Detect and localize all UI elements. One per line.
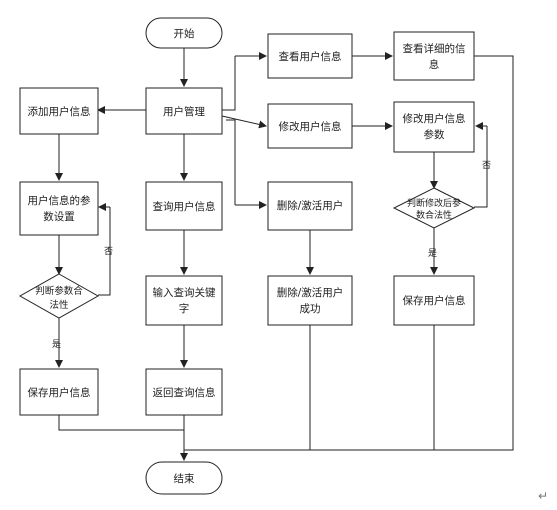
start-label: 开始	[174, 27, 195, 40]
add-user-label: 添加用户信息	[28, 105, 91, 118]
loop-no-right	[474, 126, 488, 208]
judge-modify-label-line2: 数合法性	[416, 209, 452, 221]
modify-param-label-line1: 修改用户信息	[403, 112, 466, 125]
user-management-box: 用户管理	[145, 87, 223, 135]
query-user-box: 查询用户信息	[145, 181, 223, 231]
save-user-right-box: 保存用户信息	[393, 275, 475, 326]
view-detail-label-line1: 查看详细的信	[403, 42, 466, 55]
user-management-label: 用户管理	[163, 105, 205, 118]
view-user-box: 查看用户信息	[267, 33, 353, 79]
arrow-to-modify	[221, 115, 267, 129]
no-label-left: 否	[104, 246, 113, 257]
input-keyword-label-line1: 输入查询关键	[153, 286, 216, 299]
line-save-left-to-end	[58, 415, 184, 431]
delete-success-label-line1: 删除/激活用户	[277, 286, 344, 299]
branch-trunk-down	[226, 119, 236, 205]
query-user-label: 查询用户信息	[153, 200, 216, 213]
param-settings-label-line2: 数设置	[43, 210, 75, 223]
judge-modify-diamond: 判断修改后参 数合法性	[392, 187, 476, 229]
judge-params-diamond: 判断参数合 法性	[18, 273, 100, 319]
judge-params-label-line1: 判断参数合	[35, 285, 83, 297]
line-save-right-to-end	[310, 325, 435, 451]
view-detail-label-line2: 息	[429, 58, 440, 71]
judge-params-label-line2: 法性	[49, 299, 69, 311]
judge-modify-label-line1: 判断修改后参	[407, 197, 461, 209]
delete-user-label: 删除/激活用户	[277, 199, 344, 212]
add-user-box: 添加用户信息	[19, 87, 99, 135]
return-mark-icon: ↵	[538, 489, 548, 503]
param-settings-box: 用户信息的参 数设置	[19, 181, 99, 236]
yes-label-right: 是	[428, 248, 437, 259]
end-terminal: 结束	[145, 461, 223, 495]
param-settings-label-line1: 用户信息的参	[28, 194, 91, 207]
delete-user-box: 删除/激活用户	[267, 181, 353, 231]
modify-user-label: 修改用户信息	[279, 120, 342, 133]
return-query-box: 返回查询信息	[145, 368, 223, 416]
yes-label-left: 是	[52, 339, 61, 350]
connectors	[55, 48, 514, 461]
loop-no-left	[98, 207, 111, 296]
line-detail-to-end	[434, 55, 514, 451]
return-query-label: 返回查询信息	[153, 386, 216, 399]
delete-success-label-line2: 成功	[300, 303, 321, 315]
input-keyword-box: 输入查询关键 字	[145, 275, 223, 326]
modify-user-box: 修改用户信息	[267, 103, 353, 149]
modify-param-box: 修改用户信息 参数	[393, 101, 475, 153]
modify-param-label-line2: 参数	[424, 128, 445, 141]
view-user-label: 查看用户信息	[279, 50, 342, 63]
save-user-left-box: 保存用户信息	[19, 368, 99, 416]
start-terminal: 开始	[145, 17, 223, 49]
branch-trunk-up	[222, 56, 236, 111]
input-keyword-label-line2: 字	[179, 302, 190, 315]
no-label-right: 否	[482, 160, 491, 171]
view-detail-box: 查看详细的信 息	[393, 31, 475, 81]
end-label: 结束	[174, 472, 195, 485]
save-user-right-label: 保存用户信息	[403, 294, 466, 307]
delete-success-box: 删除/激活用户 成功	[267, 275, 353, 326]
save-user-left-label: 保存用户信息	[28, 386, 91, 399]
